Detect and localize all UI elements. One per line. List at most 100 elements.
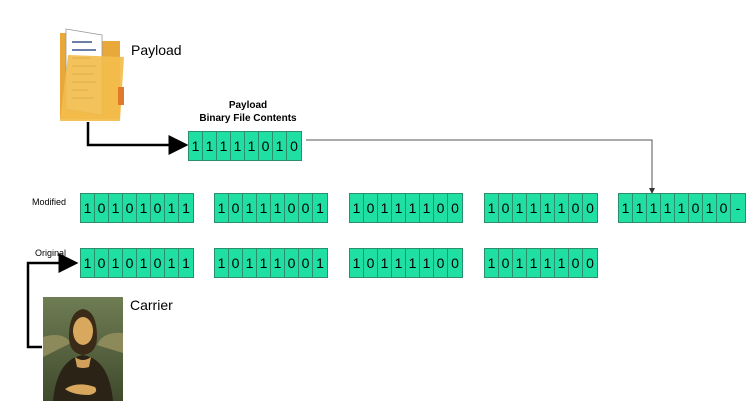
bit-cell: 0 <box>285 194 299 222</box>
bit-cell: 1 <box>215 194 229 222</box>
bit-cell: 1 <box>271 194 285 222</box>
bit-cell: 0 <box>434 249 448 277</box>
bit-cell: 1 <box>182 255 190 271</box>
bit-cell: 1 <box>165 194 179 222</box>
bit-cell: 0 <box>451 255 459 271</box>
bit-cell: 1 <box>109 249 123 277</box>
payload-to-bits-arrow <box>86 122 189 155</box>
bit-cell: 1 <box>392 194 406 222</box>
bit-cell: 0 <box>123 249 137 277</box>
bit-cell: 1 <box>243 194 257 222</box>
bit-cell: 1 <box>513 249 527 277</box>
bit-cell: 1 <box>661 194 675 222</box>
bit-cell: 1 <box>257 249 271 277</box>
bit-cell: 1 <box>350 194 364 222</box>
bit-cell: 1 <box>378 249 392 277</box>
modified-label: Modified <box>32 197 67 207</box>
bit-cell: 1 <box>619 194 633 222</box>
bit-cell: 1 <box>647 194 661 222</box>
bit-cell: 0 <box>285 249 299 277</box>
bit-cell: 0 <box>499 194 513 222</box>
bit-cell: 1 <box>378 194 392 222</box>
bit-cell: 1 <box>675 194 689 222</box>
bit-cell: 0 <box>299 194 313 222</box>
bit-cell: 1 <box>513 194 527 222</box>
bit-cell: 1 <box>420 249 434 277</box>
bit-cell: 1 <box>541 249 555 277</box>
bit-cell: 0 <box>299 249 313 277</box>
bit-cell: 0 <box>95 194 109 222</box>
folder-document-icon <box>60 28 124 121</box>
bit-cell: 0 <box>259 132 273 160</box>
bit-cell: 1 <box>81 194 95 222</box>
bit-cell: 0 <box>229 194 243 222</box>
bit-cell: 0 <box>123 194 137 222</box>
bit-cell: 0 <box>290 138 298 154</box>
bit-cell: 1 <box>420 194 434 222</box>
carrier-to-original-arrow <box>26 253 79 349</box>
bit-cell: 1 <box>245 132 259 160</box>
bit-cell: 0 <box>151 194 165 222</box>
bit-cell: 1 <box>81 249 95 277</box>
carrier-label: Carrier <box>130 297 173 313</box>
bit-cell: 1 <box>485 249 499 277</box>
bit-cell: 1 <box>182 200 190 216</box>
mona-lisa-image <box>43 297 123 401</box>
bit-cell: 1 <box>541 194 555 222</box>
bit-cell: 1 <box>109 194 123 222</box>
bit-cell: 1 <box>217 132 231 160</box>
bit-cell: 1 <box>189 132 203 160</box>
bit-cell: 0 <box>499 249 513 277</box>
bit-cell: 1 <box>527 249 541 277</box>
payload-caption-line2: Binary File Contents <box>199 113 297 124</box>
bit-cell: 1 <box>527 194 541 222</box>
bit-cell: 0 <box>434 194 448 222</box>
bit-cell: 1 <box>485 194 499 222</box>
bit-cell: 1 <box>555 249 569 277</box>
bit-cell: 0 <box>586 255 594 271</box>
bit-cell: 1 <box>137 249 151 277</box>
bit-cell: 1 <box>215 249 229 277</box>
bit-cell: 1 <box>257 194 271 222</box>
bit-cell: 1 <box>137 194 151 222</box>
payload-caption: Payload Binary File Contents <box>188 99 308 125</box>
bit-cell: 0 <box>717 194 731 222</box>
bit-cell: 0 <box>586 200 594 216</box>
bit-cell: 0 <box>569 194 583 222</box>
bit-cell: 1 <box>231 132 245 160</box>
bit-cell: 1 <box>203 132 217 160</box>
bit-cell: 1 <box>633 194 647 222</box>
bit-cell: 1 <box>555 194 569 222</box>
bits-to-modified-arrow <box>306 139 655 194</box>
bit-cell: 1 <box>350 249 364 277</box>
bit-cell: 1 <box>165 249 179 277</box>
bit-cell: 1 <box>406 249 420 277</box>
original-label: Original <box>35 248 67 258</box>
bit-cell: 0 <box>229 249 243 277</box>
bit-cell: - <box>735 200 741 216</box>
bit-cell: 1 <box>316 200 324 216</box>
payload-caption-line1: Payload <box>228 100 268 111</box>
bit-cell: 1 <box>703 194 717 222</box>
bit-cell: 1 <box>273 132 287 160</box>
bit-cell: 0 <box>364 194 378 222</box>
bit-cell: 1 <box>316 255 324 271</box>
bit-cell: 1 <box>406 194 420 222</box>
bit-cell: 0 <box>151 249 165 277</box>
bit-cell: 0 <box>689 194 703 222</box>
bit-cell: 0 <box>364 249 378 277</box>
bit-cell: 1 <box>243 249 257 277</box>
bit-cell: 0 <box>451 200 459 216</box>
bit-cell: 0 <box>569 249 583 277</box>
bit-cell: 1 <box>392 249 406 277</box>
